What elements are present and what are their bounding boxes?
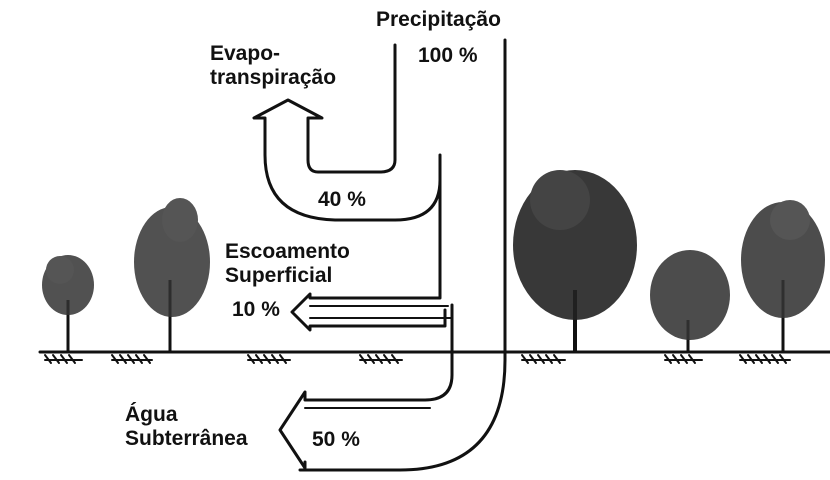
groundwater-arrow xyxy=(278,303,454,470)
runoff-line1: Escoamento xyxy=(225,240,350,263)
precipitation-title: Precipitação xyxy=(376,8,501,31)
runoff-label: Escoamento Superficial xyxy=(225,240,350,288)
tree-4 xyxy=(650,250,730,352)
trees xyxy=(42,170,825,352)
runoff-line2: Superficial xyxy=(225,264,333,287)
tree-3 xyxy=(513,170,637,352)
ground-hatches xyxy=(44,354,791,364)
evapotranspiration-value: 40 % xyxy=(318,188,366,211)
precipitation-band-outer xyxy=(298,38,507,472)
evapotranspiration-line2: transpiração xyxy=(210,66,337,89)
evapotranspiration-label: Evapo- transpiração xyxy=(210,42,336,90)
tree-2 xyxy=(134,198,210,352)
runoff-value: 10 % xyxy=(232,298,280,321)
groundwater-line2: Subterrânea xyxy=(125,427,248,450)
precipitation-value: 100 % xyxy=(418,44,478,67)
evapotranspiration-arrow xyxy=(252,43,442,222)
groundwater-label: Água Subterrânea xyxy=(125,403,248,451)
runoff-arrow xyxy=(290,168,447,332)
groundwater-line1: Água xyxy=(125,403,178,426)
groundwater-value: 50 % xyxy=(312,428,360,451)
tree-5 xyxy=(741,200,825,352)
precipitation-label: Precipitação xyxy=(376,8,501,32)
tree-1 xyxy=(42,255,94,352)
evapotranspiration-line1: Evapo- xyxy=(210,42,281,65)
